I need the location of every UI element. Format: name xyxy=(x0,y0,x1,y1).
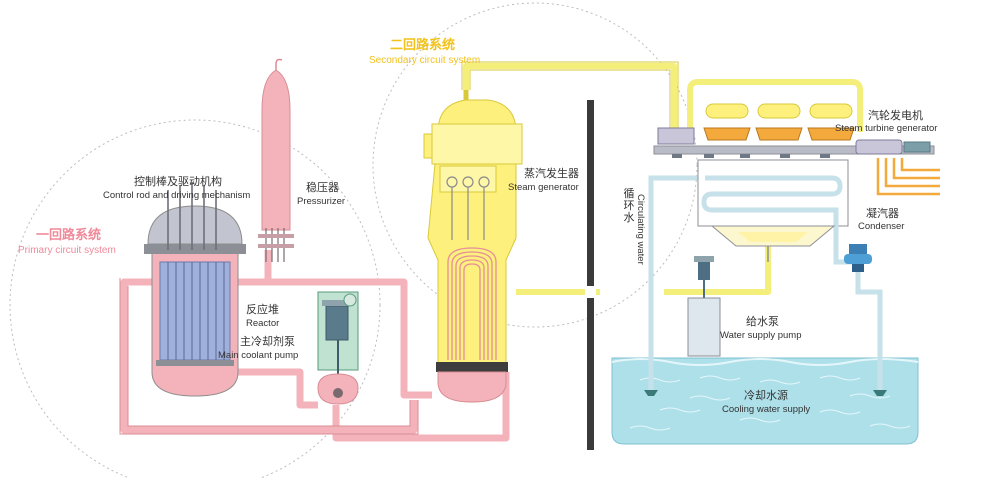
circulating-water-pump xyxy=(844,244,872,272)
coolant-pump-label-en: Main coolant pump xyxy=(218,350,299,361)
cooling-water-label-zh: 冷却水源 xyxy=(744,390,788,402)
pressurizer-label-zh: 稳压器 xyxy=(306,182,339,194)
intake-nozzle-left xyxy=(644,390,658,396)
primary-system-label-zh: 一回路系统 xyxy=(36,227,102,242)
primary-system-label-en: Primary circuit system xyxy=(18,245,116,256)
steam-generator-label-zh: 蒸汽发生器 xyxy=(524,168,579,180)
pressurizer xyxy=(258,58,294,262)
feed-pump-label-en: Water supply pump xyxy=(720,330,802,341)
pressurizer-label-en: Pressurizer xyxy=(297,196,346,207)
circulating-water-label-zh: 循环水 xyxy=(623,188,635,225)
cooling-water-supply-tank xyxy=(611,357,919,445)
turbine-label-zh: 汽轮发电机 xyxy=(868,110,923,122)
containment-wall xyxy=(587,100,594,450)
feed-pump-label-zh: 给水泵 xyxy=(746,316,779,328)
secondary-system-boundary xyxy=(372,2,698,328)
steam-generator xyxy=(423,88,523,403)
secondary-system-label-zh: 二回路系统 xyxy=(390,37,456,52)
primary-loop-pipes xyxy=(120,250,510,442)
circulating-water-label-en: Circulating water xyxy=(635,194,646,265)
condenser-label-en: Condenser xyxy=(858,221,905,232)
cooling-water-pipes xyxy=(648,175,883,390)
turbine-label-en: Steam turbine generator xyxy=(835,123,938,134)
coolant-pump-label-zh: 主冷却剂泵 xyxy=(240,336,295,348)
reactor-label-zh: 反应堆 xyxy=(246,304,279,316)
condenser-label-zh: 凝汽器 xyxy=(866,208,899,220)
secondary-loop-outline xyxy=(461,61,679,132)
control-rod-label-en: Control rod and driving mechanism xyxy=(103,190,251,201)
reactor xyxy=(144,182,246,397)
water-supply-pump xyxy=(687,256,721,357)
steam-turbine-generator xyxy=(653,79,935,158)
primary-loop-pipes-outline xyxy=(119,278,419,435)
main-coolant-pump xyxy=(317,291,359,405)
wall-pipe-gap xyxy=(585,286,596,298)
secondary-system-label-en: Secondary circuit system xyxy=(369,55,481,66)
reactor-label-en: Reactor xyxy=(246,318,280,329)
extraction-steam-lines xyxy=(876,158,940,196)
cooling-water-label-en: Cooling water supply xyxy=(722,404,811,415)
control-rod-label-zh: 控制棒及驱动机构 xyxy=(134,176,222,188)
primary-system-boundary xyxy=(9,119,381,478)
intake-nozzle-right xyxy=(873,390,887,396)
steam-generator-label-en: Steam generator xyxy=(508,182,579,193)
condenser xyxy=(697,159,861,270)
